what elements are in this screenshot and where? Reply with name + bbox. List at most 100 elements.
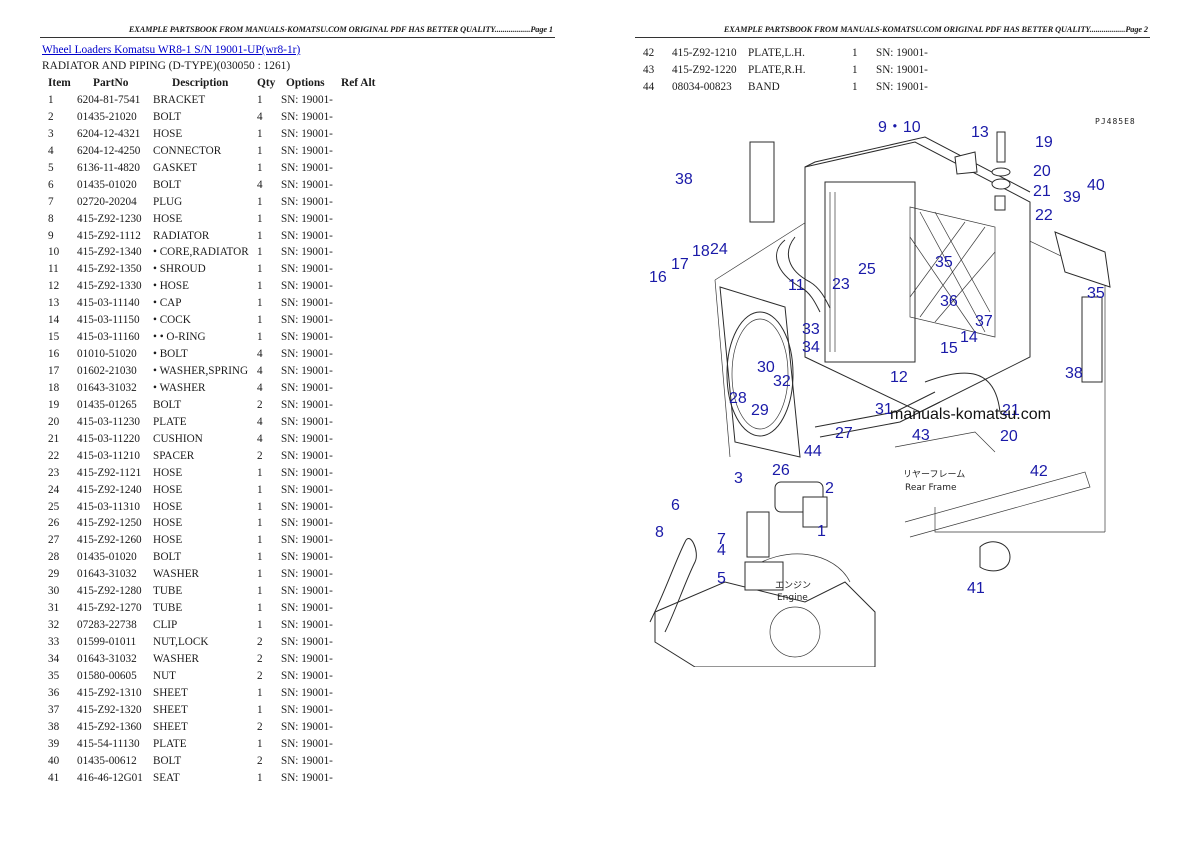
partno-cell: 01435-01265	[77, 398, 137, 411]
item-cell: 38	[48, 720, 60, 733]
description-cell: HOSE	[153, 127, 183, 140]
options-cell: SN: 19001-	[281, 551, 333, 564]
item-cell: 41	[48, 771, 60, 784]
item-cell: 15	[48, 331, 60, 344]
qty-cell: 4	[257, 381, 263, 394]
plate-drawing	[904, 471, 1091, 538]
options-cell: SN: 19001-	[281, 331, 333, 344]
callout-label: 41	[967, 580, 985, 597]
partno-cell: 416-46-12G01	[77, 771, 143, 784]
description-cell: PLATE,R.H.	[748, 63, 806, 76]
model-link[interactable]: Wheel Loaders Komatsu WR8-1 S/N 19001-UP…	[42, 44, 301, 56]
qty-cell: 1	[257, 483, 263, 496]
header-rule	[635, 37, 1150, 38]
options-cell: SN: 19001-	[281, 229, 333, 242]
callout-label: 12	[890, 369, 908, 386]
partno-cell: 415-03-11310	[77, 500, 140, 513]
tube-drawing	[819, 401, 941, 438]
options-cell: SN: 19001-	[281, 703, 333, 716]
description-cell: NUT,LOCK	[153, 636, 209, 648]
item-cell: 2	[48, 110, 54, 123]
partno-cell: 415-03-11230	[77, 415, 140, 428]
description-cell: • WASHER,SPRING	[153, 365, 249, 377]
partno-cell: 01599-01011	[77, 636, 137, 648]
partno-cell: 415-03-11150	[77, 314, 140, 327]
callout-label: 4	[717, 542, 726, 559]
partno-cell: 415-Z92-1240	[77, 483, 142, 496]
callout-label: 29	[751, 402, 769, 419]
options-cell: SN: 19001-	[281, 365, 333, 377]
partno-cell: 02720-20204	[77, 195, 137, 208]
options-cell: SN: 19001-	[281, 381, 333, 394]
qty-cell: 1	[257, 737, 263, 750]
callout-label: 43	[912, 427, 930, 444]
item-cell: 28	[48, 551, 60, 564]
callout-label: 6	[671, 497, 680, 514]
callout-label: 19	[1035, 134, 1053, 151]
item-cell: 21	[48, 432, 60, 445]
options-cell: SN: 19001-	[281, 110, 333, 123]
item-cell: 1	[48, 94, 54, 106]
qty-cell: 1	[257, 585, 263, 598]
description-cell: WASHER	[153, 652, 199, 665]
qty-cell: 1	[852, 80, 858, 93]
options-cell: SN: 19001-	[281, 94, 333, 106]
partno-cell: 415-03-11140	[77, 297, 140, 310]
description-cell: GASKET	[153, 161, 198, 174]
tube-drawing	[814, 391, 936, 428]
options-cell: SN: 19001-	[281, 483, 333, 496]
partno-cell: 415-Z92-1270	[77, 602, 142, 615]
parts-page-1: EXAMPLE PARTSBOOK FROM MANUALS-KOMATSU.C…	[40, 25, 555, 784]
callout-label: 17	[671, 256, 689, 273]
callout-label: 37	[975, 313, 993, 330]
qty-cell: 1	[257, 127, 263, 140]
qty-cell: 1	[257, 703, 263, 716]
options-cell: SN: 19001-	[281, 246, 333, 259]
description-cell: CLIP	[153, 619, 178, 632]
options-cell: SN: 19001-	[281, 280, 333, 293]
qty-cell: 4	[257, 365, 263, 377]
column-header-options: Options	[286, 77, 325, 89]
qty-cell: 4	[257, 415, 263, 428]
partno-cell: 415-54-11130	[77, 737, 140, 750]
item-cell: 14	[48, 314, 60, 327]
options-cell: SN: 19001-	[281, 585, 333, 598]
callout-label: 33	[802, 321, 820, 338]
partno-cell: 01435-21020	[77, 110, 137, 123]
description-cell: BOLT	[153, 551, 182, 564]
item-cell: 6	[48, 178, 54, 191]
callout-label: 9・10	[878, 119, 921, 136]
options-cell: SN: 19001-	[281, 297, 333, 310]
item-cell: 37	[48, 703, 60, 716]
item-cell: 3	[48, 127, 54, 140]
item-cell: 27	[48, 534, 60, 547]
partno-cell: 01580-00605	[77, 669, 137, 682]
partno-cell: 415-Z92-1121	[77, 466, 142, 479]
item-cell: 12	[48, 280, 60, 293]
description-cell: BOLT	[153, 178, 182, 191]
cap-drawing	[954, 151, 978, 175]
qty-cell: 1	[257, 466, 263, 479]
description-cell: CUSHION	[153, 432, 203, 445]
qty-cell: 1	[257, 263, 263, 276]
item-cell: 31	[48, 602, 60, 615]
item-cell: 11	[48, 263, 59, 276]
qty-cell: 1	[257, 314, 263, 327]
qty-cell: 2	[257, 398, 263, 411]
callout-label: 36	[940, 293, 958, 310]
callout-label: 1	[817, 523, 826, 540]
rear-frame-label: Rear Frame	[905, 483, 957, 493]
description-cell: WASHER	[153, 568, 199, 581]
partno-cell: 415-Z92-1320	[77, 703, 142, 716]
description-cell: CONNECTOR	[153, 144, 222, 157]
options-cell: SN: 19001-	[281, 449, 333, 462]
callout-label: 32	[773, 373, 791, 390]
